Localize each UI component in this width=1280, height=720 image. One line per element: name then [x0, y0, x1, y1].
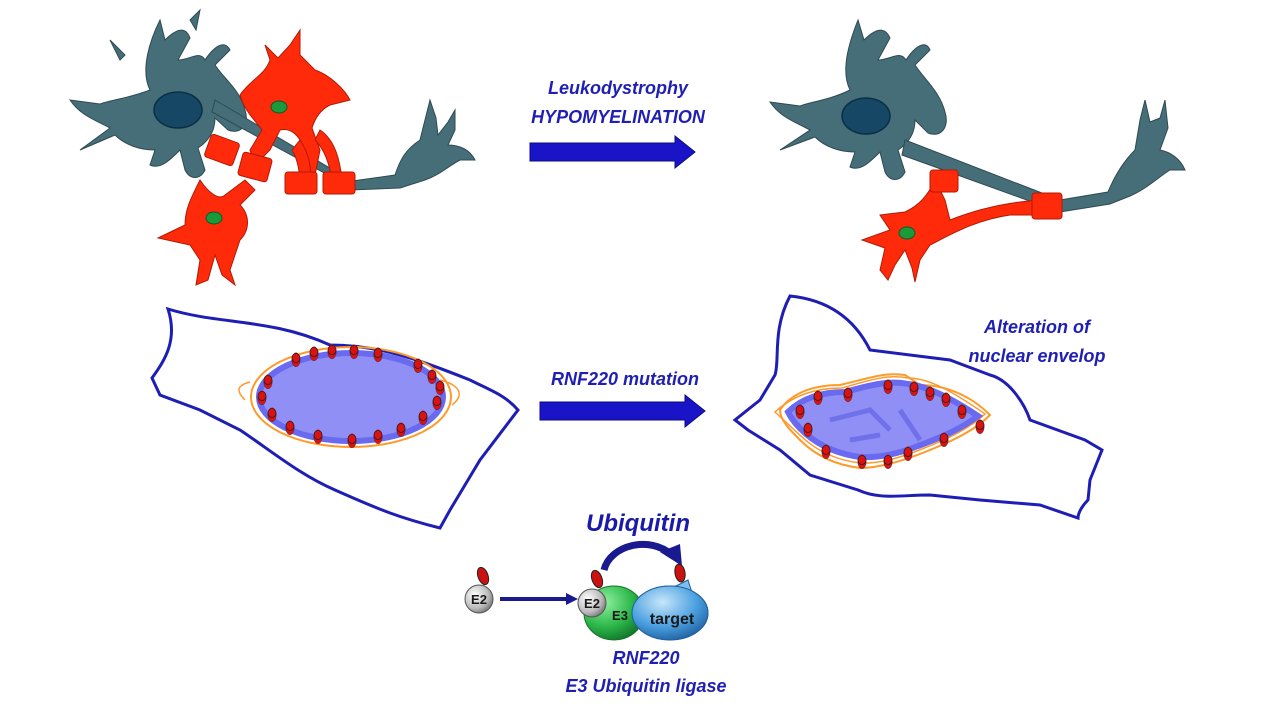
top-arrow	[529, 134, 696, 170]
rnf220-label: RNF220	[612, 648, 679, 668]
ubiquitin-on-bound-e2	[588, 568, 606, 590]
oligodendrocyte-right	[860, 169, 1063, 283]
neuron-nucleus-left	[153, 91, 203, 129]
middle-arrow	[539, 393, 706, 429]
oligodendrocyte-lower	[156, 179, 256, 287]
rnf220-mutation-label: RNF220 mutation	[551, 369, 699, 389]
neuron-right	[768, 18, 1186, 213]
cell-outline-right	[732, 294, 1104, 521]
leukodystrophy-label: Leukodystrophy	[548, 78, 689, 98]
normal-cell	[150, 306, 520, 530]
nuclear-lamina-right	[778, 373, 992, 470]
e2-free-sphere	[464, 584, 494, 614]
hypomyelination-label: HYPOMYELINATION	[531, 107, 706, 127]
alteration-label-line2: nuclear envelop	[968, 346, 1105, 366]
oligodendrocyte-upper	[204, 28, 356, 195]
alteration-label-line1: Alteration of	[983, 317, 1092, 337]
altered-cell	[732, 294, 1104, 521]
oligo-nucleus-upper	[270, 100, 288, 114]
oligo-nucleus-right	[898, 226, 916, 240]
ubiquitin-on-free-e2	[474, 565, 492, 587]
cell-outline-left	[150, 306, 520, 530]
e2-free-label: E2	[471, 592, 487, 607]
target-overlay-label: target	[650, 611, 695, 628]
oligo-nucleus-lower	[205, 211, 223, 225]
neuron-nucleus-right	[841, 97, 891, 135]
e3-ligase-label: E3 Ubiquitin ligase	[565, 676, 726, 696]
target-overlay: target	[631, 585, 709, 641]
e3-label: E3	[612, 608, 628, 623]
ubiquitin-transfer-arrow	[600, 540, 675, 572]
healthy-myelination-illustration	[68, 8, 476, 287]
ubiquitin-on-target	[673, 562, 687, 584]
ubiquitin-label: Ubiquitin	[586, 510, 690, 537]
e2-bound-sphere	[577, 588, 607, 618]
hypomyelination-illustration	[768, 18, 1186, 283]
e2-bound-label: E2	[584, 596, 600, 611]
